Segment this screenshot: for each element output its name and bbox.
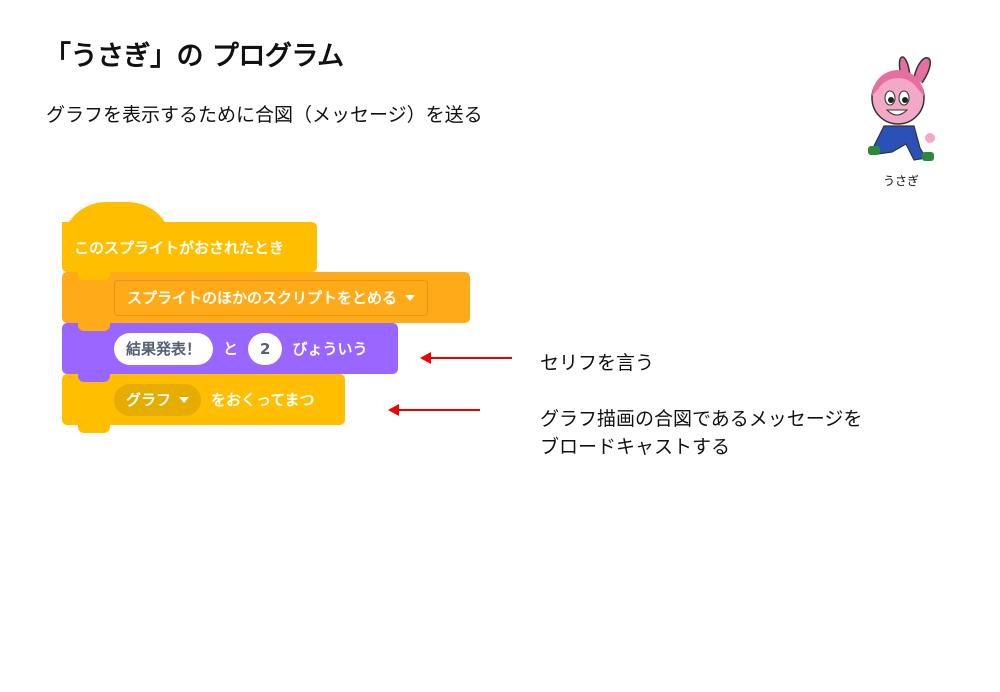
arrow-left-icon bbox=[388, 404, 480, 416]
broadcast-message-label: グラフ bbox=[126, 391, 172, 409]
block-notch bbox=[78, 374, 110, 382]
broadcast-annotation-line2: ブロードキャストする bbox=[540, 436, 731, 458]
arrow-left-icon bbox=[420, 352, 512, 364]
say-joiner: と bbox=[223, 340, 239, 358]
broadcast-and-wait-block[interactable]: グラフ をおくってまつ bbox=[62, 374, 345, 425]
page-title: 「うさぎ」の プログラム bbox=[44, 41, 344, 72]
rabbit-character-icon bbox=[862, 48, 942, 174]
character-name: うさぎ bbox=[883, 174, 920, 188]
page-subtitle: グラフを表示するために合図（メッセージ）を送る bbox=[46, 104, 483, 126]
when-sprite-clicked-block[interactable]: このスプライトがおされたとき bbox=[62, 222, 317, 272]
broadcast-message-dropdown[interactable]: グラフ bbox=[114, 383, 202, 416]
say-suffix: びょういう bbox=[292, 340, 368, 358]
block-bottom-tab bbox=[78, 425, 110, 433]
say-for-seconds-block[interactable]: 結果発表！ と 2 びょういう bbox=[62, 323, 398, 374]
stop-option-label: スプライトのほかのスクリプトをとめる bbox=[127, 289, 398, 307]
say-seconds-input[interactable]: 2 bbox=[248, 332, 283, 365]
stop-option-dropdown[interactable]: スプライトのほかのスクリプトをとめる bbox=[114, 279, 429, 316]
hat-block-label: このスプライトがおされたとき bbox=[74, 238, 285, 257]
block-notch bbox=[78, 323, 110, 331]
block-notch bbox=[78, 272, 110, 280]
broadcast-annotation-line1: グラフ描画の合図であるメッセージを bbox=[540, 408, 863, 430]
dropdown-arrow-icon bbox=[179, 396, 190, 403]
say-annotation: セリフを言う bbox=[540, 352, 655, 374]
say-message-input[interactable]: 結果発表！ bbox=[114, 332, 214, 365]
stop-block[interactable]: スプライトのほかのスクリプトをとめる bbox=[62, 272, 470, 323]
broadcast-suffix: をおくってまつ bbox=[211, 391, 315, 409]
dropdown-arrow-icon bbox=[405, 294, 416, 301]
